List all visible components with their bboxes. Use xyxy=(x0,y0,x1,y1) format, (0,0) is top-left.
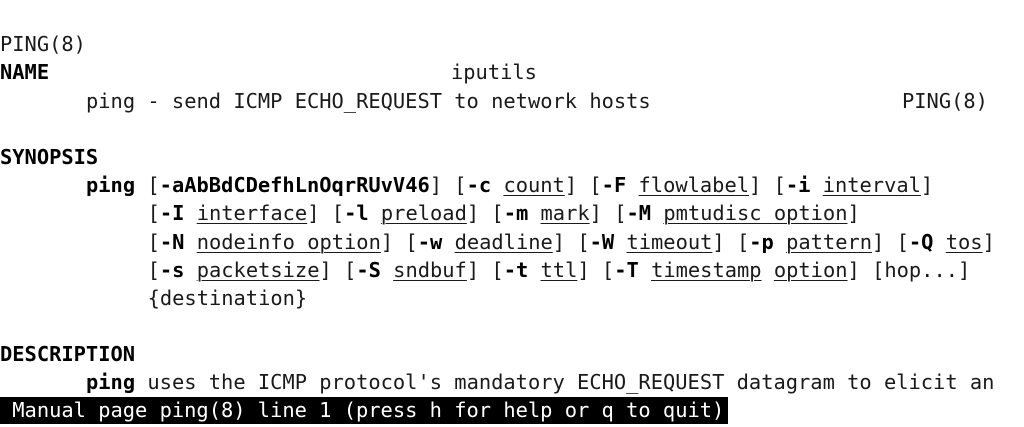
synopsis-command: ping xyxy=(86,173,136,198)
option-argument: count xyxy=(503,173,565,198)
option-argument: preload xyxy=(380,201,467,226)
syntax-text xyxy=(933,230,945,254)
option-flag: -s xyxy=(159,257,185,282)
option-flag: -F xyxy=(601,173,627,198)
option-argument: ttl xyxy=(540,257,578,282)
syntax-text: ] xyxy=(920,173,934,198)
man-page-viewer: PING(8) iputils PING(8) NAME ping - send… xyxy=(0,2,1024,397)
option-argument: tos xyxy=(945,229,983,254)
syntax-text xyxy=(639,258,651,282)
option-argument: pmtudisc option xyxy=(663,201,848,226)
option-argument: packetsize xyxy=(196,257,320,282)
section-heading-name: NAME xyxy=(0,60,50,85)
syntax-text: ] [ xyxy=(319,257,357,282)
syntax-text: ] [ xyxy=(380,229,418,254)
option-argument: interval xyxy=(822,173,921,198)
syntax-text xyxy=(762,258,774,282)
syntax-text xyxy=(774,230,786,254)
blank-line xyxy=(0,30,1024,58)
blank-line xyxy=(0,115,1024,143)
syntax-text: ] xyxy=(982,229,995,254)
syntax-text: ] [ xyxy=(577,257,615,282)
option-flag: -T xyxy=(614,257,639,282)
option-flag: -w xyxy=(417,229,443,254)
syntax-text xyxy=(381,258,393,282)
option-flag: -l xyxy=(344,201,369,226)
option-argument: nodeinfo option xyxy=(196,229,381,254)
name-description: ping - send ICMP ECHO_REQUEST to network… xyxy=(86,88,651,113)
syntax-text: {destination} xyxy=(147,285,308,310)
syntax-text: ] [ xyxy=(307,201,345,226)
synopsis-options: [-aAbBdCDefhLnOqrRUvV46] [-c count] [-F … xyxy=(135,173,933,197)
option-flag: -t xyxy=(503,257,529,282)
syntax-text: ] xyxy=(847,201,860,226)
syntax-text: ] [ xyxy=(712,229,750,254)
option-argument: flowlabel xyxy=(638,173,750,198)
option-argument: timestamp xyxy=(651,257,762,282)
syntax-text xyxy=(442,230,454,254)
syntax-text: ] [ xyxy=(589,201,627,226)
syntax-text: ] [ xyxy=(749,173,786,198)
synopsis-line-5: {destination} xyxy=(0,284,1024,312)
header-center-title: iputils xyxy=(451,60,537,85)
description-line-1: ping uses the ICMP protocol's mandatory … xyxy=(0,368,1024,396)
syntax-text xyxy=(528,258,540,282)
description-command: ping xyxy=(86,370,136,395)
man-header: PING(8) iputils PING(8) xyxy=(0,2,1024,112)
option-flag: -N xyxy=(159,229,185,254)
syntax-text xyxy=(184,230,196,254)
synopsis-line-4: [-s packetsize] [-S sndbuf] [-t ttl] [-T… xyxy=(0,256,1024,284)
syntax-text xyxy=(184,258,196,282)
syntax-text: ] [hop...] xyxy=(847,257,971,282)
syntax-text: [ xyxy=(147,229,160,254)
section-heading-description: DESCRIPTION xyxy=(0,342,136,367)
syntax-text xyxy=(614,230,626,254)
syntax-text: ] [ xyxy=(466,201,504,226)
option-argument: mark xyxy=(540,201,590,226)
syntax-text: [ xyxy=(147,201,160,226)
option-argument: option xyxy=(773,257,848,282)
syntax-text: ] [ xyxy=(429,173,467,198)
option-flag: -c xyxy=(466,173,492,198)
option-flag: -M xyxy=(626,201,652,226)
syntax-text: ] [ xyxy=(564,173,602,198)
option-argument: deadline xyxy=(454,229,553,254)
option-argument: timeout xyxy=(626,229,713,254)
syntax-text xyxy=(651,201,663,225)
section-heading-synopsis: SYNOPSIS xyxy=(0,144,99,169)
option-flag: -I xyxy=(159,201,185,226)
syntax-text xyxy=(369,201,381,225)
syntax-text xyxy=(491,173,503,197)
syntax-text: [ xyxy=(135,173,160,198)
synopsis-line-2: [-I interface] [-l preload] [-m mark] [-… xyxy=(0,199,1024,227)
blank-line xyxy=(0,312,1024,340)
header-left-title: PING(8) xyxy=(0,32,86,57)
option-argument: interface xyxy=(196,201,308,226)
syntax-text xyxy=(184,201,196,225)
option-argument: pattern xyxy=(786,229,873,254)
header-right-title: PING(8) xyxy=(902,88,988,113)
syntax-text xyxy=(528,201,540,225)
pager-status-bar: Manual page ping(8) line 1 (press h for … xyxy=(0,397,729,424)
syntax-text: ] [ xyxy=(552,229,590,254)
description-text: uses the ICMP protocol's mandatory ECHO_… xyxy=(135,370,995,395)
syntax-text: ] [ xyxy=(872,229,909,254)
syntax-text xyxy=(626,173,638,197)
syntax-text: [ xyxy=(147,257,160,282)
syntax-text xyxy=(810,173,822,197)
option-flag: -W xyxy=(589,229,615,254)
option-flag: -p xyxy=(749,229,774,254)
option-flag: -Q xyxy=(908,229,934,254)
syntax-text: ] [ xyxy=(466,257,504,282)
option-flag: -i xyxy=(785,173,811,198)
option-argument: sndbuf xyxy=(393,257,467,282)
option-flag: -aAbBdCDefhLnOqrRUvV46 xyxy=(159,173,430,198)
option-flag: -m xyxy=(503,201,529,226)
synopsis-line-1: ping [-aAbBdCDefhLnOqrRUvV46] [-c count]… xyxy=(0,171,1024,199)
option-flag: -S xyxy=(356,257,381,282)
synopsis-line-3: [-N nodeinfo option] [-w deadline] [-W t… xyxy=(0,228,1024,256)
